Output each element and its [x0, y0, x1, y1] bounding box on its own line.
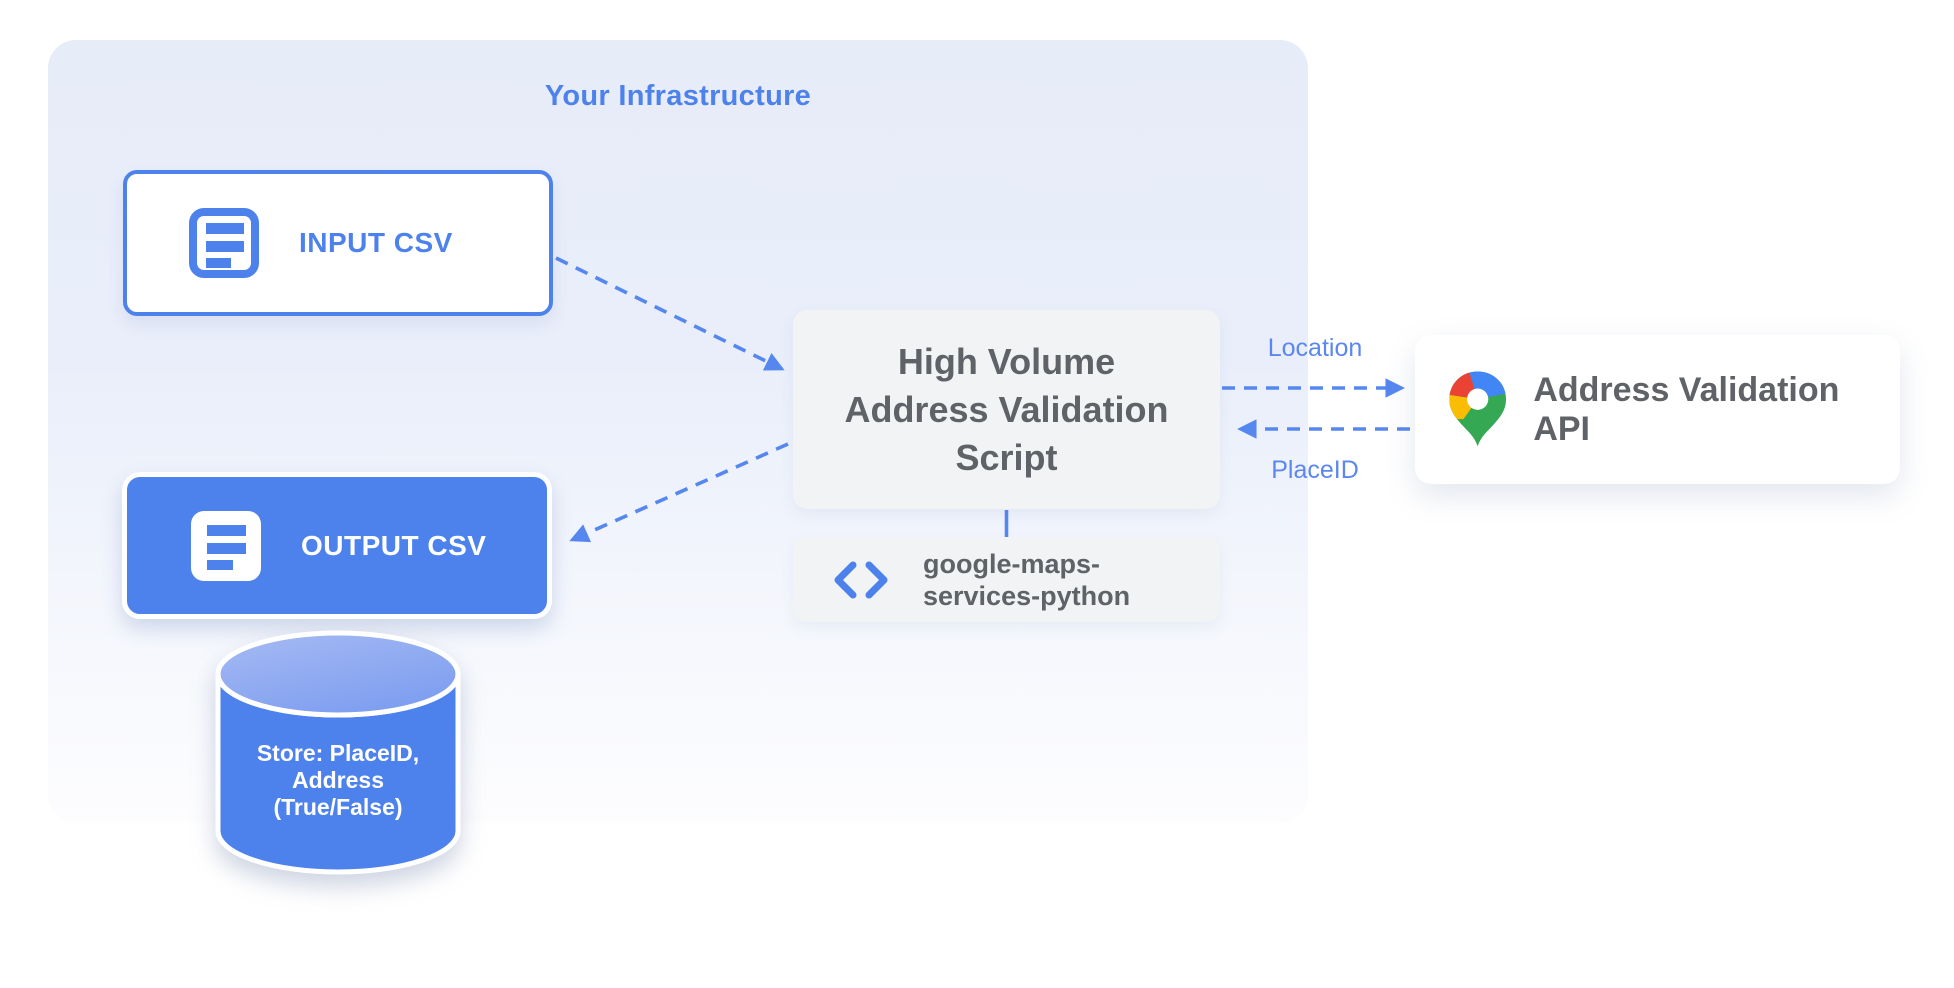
node-api: Address Validation API — [1415, 335, 1900, 484]
script-label-line3: Script — [955, 436, 1058, 478]
library-label-line2: services-python — [923, 580, 1131, 611]
node-output-csv: OUTPUT CSV — [122, 472, 552, 619]
node-script: High Volume Address Validation Script — [793, 310, 1220, 509]
node-datastore-cylinder: Store: PlaceID, Address (True/False) — [215, 630, 461, 875]
script-label-line1: High Volume — [897, 340, 1116, 382]
api-label: Address Validation API — [1533, 370, 1840, 448]
datastore-label-line3: (True/False) — [273, 794, 402, 820]
input-csv-label: INPUT CSV — [299, 227, 453, 258]
panel-title: Your Infrastructure — [544, 80, 812, 112]
library-label-line1: google-maps- — [923, 548, 1101, 579]
document-icon — [191, 510, 261, 581]
google-maps-pin-icon — [1449, 371, 1507, 447]
datastore-label-line2: Address — [292, 767, 384, 793]
code-icon — [834, 561, 888, 598]
node-library: google-maps- services-python — [793, 537, 1220, 622]
document-icon — [189, 208, 259, 278]
location-edge-label: Location — [1267, 334, 1363, 362]
node-input-csv: INPUT CSV — [123, 170, 553, 316]
datastore-label-line1: Store: PlaceID, — [257, 740, 419, 766]
placeid-edge-label: PlaceID — [1271, 456, 1359, 484]
cylinder-top — [215, 630, 461, 718]
library-label: google-maps- services-python — [923, 548, 1130, 612]
output-csv-label: OUTPUT CSV — [301, 529, 487, 561]
script-label-line2: Address Validation — [844, 388, 1169, 430]
